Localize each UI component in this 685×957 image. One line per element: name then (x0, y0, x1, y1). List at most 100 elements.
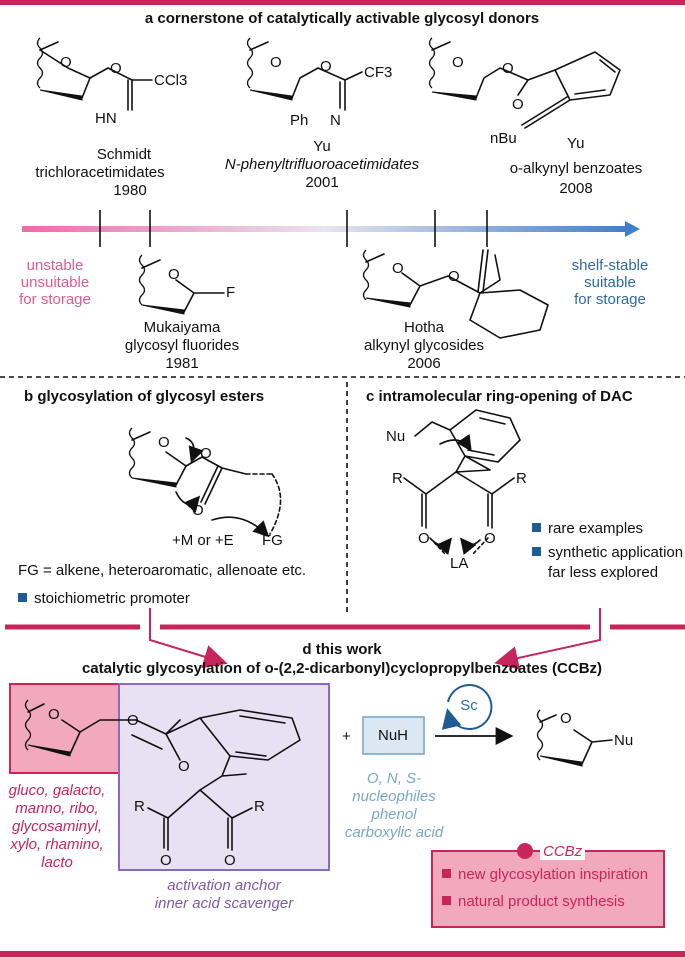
plus-sign: + (342, 728, 351, 745)
atom-o: O (160, 852, 172, 869)
bullet-icon (442, 869, 451, 878)
yu-2001-structure (246, 37, 363, 111)
ccbz-summary-box (431, 850, 665, 928)
bullet-text: stoichiometric promoter (34, 590, 190, 607)
section-c-bullet-cont: far less explored (548, 564, 659, 581)
atom-nbu: nBu (490, 130, 517, 147)
mukaiyama-structure (138, 254, 225, 315)
anchor-label: inner acid scavenger (154, 895, 294, 912)
bottom-bar (0, 951, 685, 957)
atom-o: O (178, 758, 190, 775)
atom-la: LA (450, 555, 469, 572)
atom-hn: HN (95, 110, 117, 127)
fg-note: FG = alkene, heteroaromatic, allenoate e… (18, 562, 307, 579)
catalyst-label: Sc (460, 697, 478, 714)
section-c-bullet: synthetic application (532, 544, 683, 561)
bullet-icon (442, 896, 451, 905)
section-b-bullet: stoichiometric promoter (18, 590, 190, 607)
fg-label: FG (262, 532, 283, 549)
schmidt-structure (36, 37, 153, 111)
atom-o: O (270, 54, 282, 71)
bullet-text: new glycosylation inspiration (458, 866, 649, 883)
atom-cf3: CF3 (364, 64, 393, 81)
ccbz-point: natural product synthesis (442, 893, 625, 910)
section-d-title: d this work (302, 641, 382, 658)
atom-o: O (320, 58, 332, 75)
atom-yu: Yu (567, 135, 585, 152)
ccbz-point: new glycosylation inspiration (442, 866, 648, 883)
top-bar (0, 0, 685, 5)
donor-year: 2001 (305, 174, 339, 191)
timeline-ticks (99, 210, 488, 247)
section-a-title: a cornerstone of catalytically activable… (144, 10, 540, 27)
nucleophile-list: carboxylic acid (344, 824, 444, 841)
nucleophile-list: phenol (371, 806, 417, 823)
atom-o: O (168, 266, 180, 283)
bullet-icon (532, 547, 541, 556)
atom-nu: Nu (614, 732, 634, 749)
donor-type: alkynyl glycosides (363, 337, 485, 354)
divider-connector (5, 608, 685, 670)
right-note: shelf-stable (571, 257, 649, 274)
atom-o: O (452, 54, 464, 71)
nucleophile-list: O, N, S- (366, 770, 422, 787)
atom-r: R (392, 470, 403, 487)
donor-type: glycosyl fluorides (124, 337, 240, 354)
donor-year: 2006 (407, 355, 441, 372)
section-b-title: b glycosylation of glycosyl esters (24, 388, 265, 405)
left-note: unsuitable (20, 274, 90, 291)
sugar-list: lacto (41, 854, 73, 871)
reagent-label: +M or +E (172, 532, 234, 549)
left-note: for storage (19, 291, 91, 308)
donor-year: 2008 (559, 180, 593, 197)
sugar-list: manno, ribo, (15, 800, 99, 817)
ccbz-dot (517, 843, 533, 859)
atom-o: O (110, 60, 122, 77)
atom-o: O (418, 530, 430, 547)
atom-o: O (158, 434, 170, 451)
right-note: for storage (574, 291, 646, 308)
atom-o: O (392, 260, 404, 277)
timeline-arrowhead (625, 221, 640, 237)
atom-nu: Nu (386, 428, 406, 445)
donor-name: Mukaiyama (143, 319, 221, 336)
atom-o: O (224, 852, 236, 869)
bullet-icon (18, 593, 27, 602)
atom-o: O (192, 502, 204, 519)
atom-o: O (200, 445, 212, 462)
bullet-icon (532, 523, 541, 532)
anchor-label: activation anchor (167, 877, 281, 894)
donor-name: Schmidt (96, 146, 152, 163)
sugar-list: gluco, galacto, (8, 782, 106, 799)
sugar-list: xylo, rhamino, (10, 836, 104, 853)
bullet-text: synthetic application (548, 544, 684, 561)
atom-o: O (484, 530, 496, 547)
section-c-title: c intramolecular ring-opening of DAC (366, 388, 633, 405)
atom-f: F (226, 284, 236, 301)
donor-year: 1980 (113, 182, 147, 199)
atom-o: O (60, 54, 72, 71)
ccbz-box (118, 683, 330, 871)
ccbz-donor-structure (24, 699, 301, 851)
donor-name: Hotha (403, 319, 445, 336)
atom-ph: Ph (290, 112, 309, 129)
atom-o: O (48, 706, 60, 723)
glycosyl-box (9, 683, 120, 774)
product-structure (536, 709, 613, 767)
catalytic-cycle-arrow (441, 684, 493, 730)
donor-year: 1981 (165, 355, 199, 372)
atom-r: R (134, 798, 145, 815)
bullet-text: rare examples (548, 520, 644, 537)
atom-n: N (330, 112, 341, 129)
bullet-text: natural product synthesis (458, 893, 625, 910)
left-note: unstable (26, 257, 84, 274)
section-d-subtitle: catalytic glycosylation of o-(2,2-dicarb… (81, 660, 603, 677)
section-c-bullet: rare examples (532, 520, 643, 537)
donor-type: o-alkynyl benzoates (509, 160, 643, 177)
atom-ccl3: CCl3 (154, 72, 188, 89)
right-note: suitable (584, 274, 636, 291)
atom-o: O (512, 96, 524, 113)
yu-2008-structure (428, 37, 621, 129)
atom-r: R (516, 470, 527, 487)
atom-o: O (127, 712, 139, 729)
